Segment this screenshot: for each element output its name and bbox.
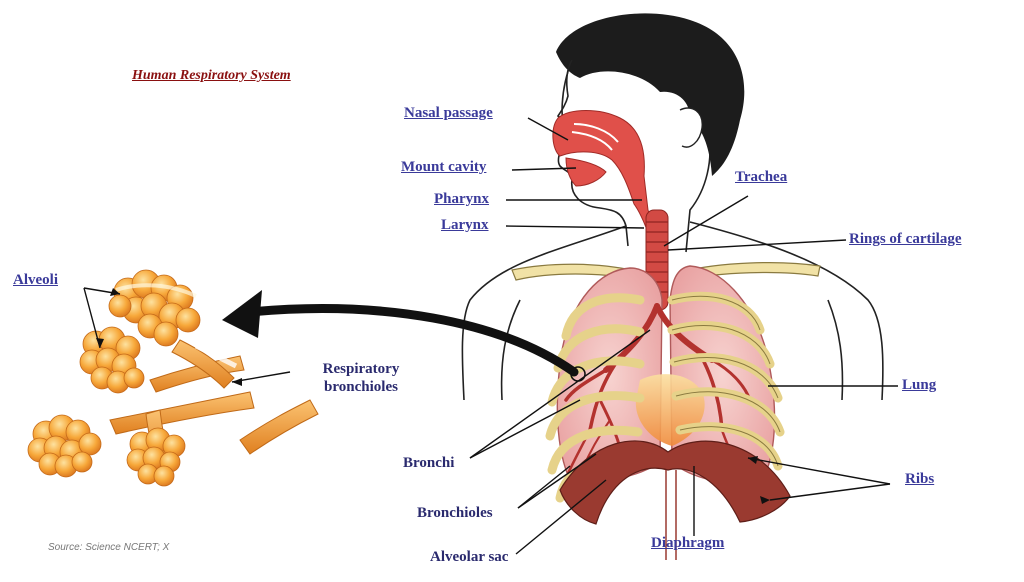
alveoli-illustration	[27, 269, 319, 487]
source-credit: Source: Science NCERT; X	[48, 542, 170, 553]
label-alveoli: Alveoli	[13, 272, 58, 288]
upper-airway	[552, 110, 657, 245]
diagram-title: Human Respiratory System	[132, 68, 291, 83]
label-mouth-cavity: Mount cavity	[401, 159, 487, 175]
label-bronchi: Bronchi	[403, 455, 455, 471]
label-alveolar-sac: Alveolar sac	[430, 549, 509, 565]
label-bronchioles: Bronchioles	[417, 505, 493, 521]
label-lung: Lung	[902, 377, 937, 393]
label-trachea: Trachea	[735, 169, 788, 185]
label-larynx: Larynx	[441, 217, 489, 233]
label-nasal-passage: Nasal passage	[404, 105, 493, 121]
spine-lines	[665, 470, 677, 560]
label-diaphragm: Diaphragm	[651, 535, 725, 551]
leader-lines	[83, 117, 898, 555]
ear	[679, 107, 703, 148]
leader-arrowheads	[96, 288, 770, 504]
label-respiratory-bronchioles: Respiratory bronchioles	[322, 361, 400, 395]
label-ribs: Ribs	[905, 471, 935, 487]
zoom-arrowhead	[222, 290, 262, 338]
zoom-arrow	[245, 304, 579, 377]
diaphragm-muscle	[559, 440, 791, 525]
hair	[556, 13, 745, 177]
label-rings-of-cartilage: Rings of cartilage	[849, 231, 962, 247]
label-pharynx: Pharynx	[434, 191, 490, 207]
